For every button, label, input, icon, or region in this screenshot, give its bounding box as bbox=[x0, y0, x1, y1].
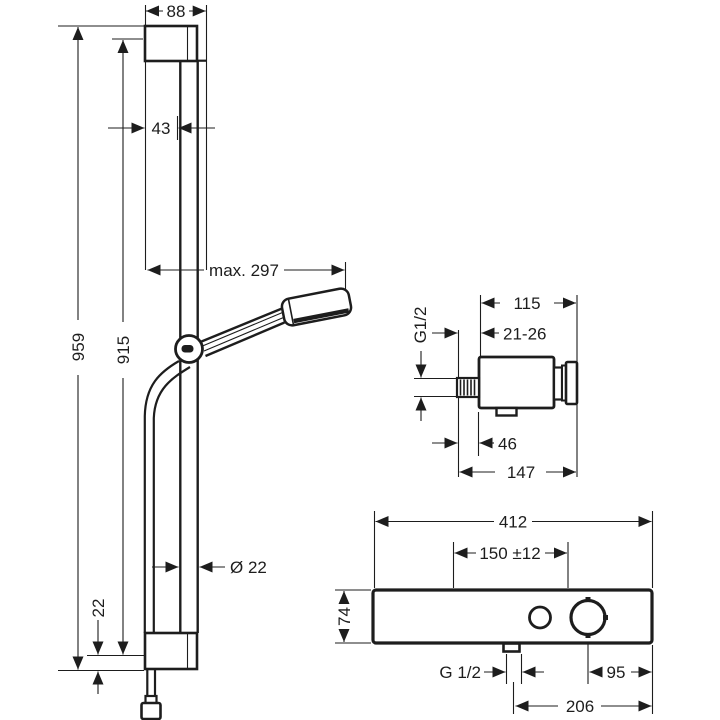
dim-rail-length: 915 bbox=[114, 40, 133, 655]
slider-button bbox=[181, 345, 194, 353]
dial-nub-right bbox=[603, 615, 608, 620]
valve-body-side bbox=[477, 355, 556, 410]
dial-nub-bottom bbox=[585, 633, 591, 638]
outlet-tab-front bbox=[502, 642, 521, 653]
shower-unit-figure: 88 43 959 915 22 max bbox=[58, 2, 353, 720]
wall-bracket-top bbox=[143, 24, 199, 63]
dim-total-depth: 147 bbox=[459, 463, 576, 482]
dim-rail-offset-label: 43 bbox=[152, 119, 171, 138]
dim-total-height-label: 959 bbox=[69, 333, 88, 361]
dial-nub-top bbox=[585, 597, 591, 602]
hand-shower-handle bbox=[201, 307, 285, 358]
outlet-tab-side bbox=[495, 406, 518, 417]
dim-thread-side: G1/2 bbox=[411, 307, 430, 421]
dim-body-height-label: 74 bbox=[335, 607, 354, 626]
dim-bottom-offset-label: 22 bbox=[89, 599, 108, 618]
dim-outlet-thread-front: G 1/2 bbox=[439, 663, 544, 682]
temperature-dial bbox=[569, 598, 607, 637]
dim-bottom-offset: 22 bbox=[89, 599, 108, 694]
dim-connection-spacing-label: 150 ±12 bbox=[479, 544, 540, 563]
dim-body-width-front: 412 bbox=[375, 513, 652, 532]
dim-rail-diameter-label: Ø 22 bbox=[230, 558, 267, 577]
dim-wall-distance: 21-26 bbox=[432, 325, 546, 344]
dim-outlet-to-edge-label: 206 bbox=[566, 697, 594, 716]
dim-outlet-to-edge: 206 bbox=[515, 697, 652, 716]
dim-total-depth-label: 147 bbox=[507, 463, 535, 482]
valve-front-figure: 412 150 ±12 74 G 1/2 95 bbox=[335, 511, 654, 716]
dim-thread-side-label: G1/2 bbox=[411, 307, 430, 344]
dim-connection-spacing: 150 ±12 bbox=[454, 544, 567, 563]
select-button bbox=[528, 605, 552, 630]
shower-hose bbox=[152, 366, 191, 633]
shower-hose bbox=[143, 360, 180, 633]
wall-bracket-bottom bbox=[143, 631, 199, 671]
thread-knurling bbox=[459, 379, 476, 396]
dim-body-height: 74 bbox=[335, 591, 354, 642]
dim-outlet-offset: 46 bbox=[432, 435, 517, 454]
dim-bracket-depth: 88 bbox=[146, 2, 206, 21]
dim-max-reach: max. 297 bbox=[147, 261, 345, 280]
dim-outlet-offset-label: 46 bbox=[498, 435, 517, 454]
hose-fitting-nut bbox=[140, 701, 162, 720]
dim-max-reach-label: max. 297 bbox=[209, 261, 279, 280]
hand-shower-head bbox=[280, 287, 353, 327]
valve-side-figure: 115 21-26 G1/2 46 147 bbox=[411, 294, 579, 482]
dim-wall-distance-label: 21-26 bbox=[503, 325, 546, 344]
dim-body-width-side-label: 115 bbox=[513, 294, 540, 313]
temperature-knob bbox=[564, 360, 579, 406]
dim-body-width-front-label: 412 bbox=[499, 513, 527, 532]
dim-rail-offset: 43 bbox=[108, 119, 215, 138]
dim-body-width-side: 115 bbox=[481, 294, 576, 313]
dim-rail-length-label: 915 bbox=[114, 336, 133, 364]
dim-outlet-thread-front-label: G 1/2 bbox=[439, 663, 481, 682]
knob-neck bbox=[552, 366, 564, 401]
dim-rail-diameter: Ø 22 bbox=[152, 558, 267, 577]
dim-bracket-depth-label: 88 bbox=[167, 2, 186, 21]
valve-body-front bbox=[371, 588, 654, 645]
dim-dial-to-edge: 95 bbox=[589, 663, 652, 682]
dim-total-height: 959 bbox=[69, 27, 88, 670]
dim-dial-to-edge-label: 95 bbox=[607, 663, 626, 682]
